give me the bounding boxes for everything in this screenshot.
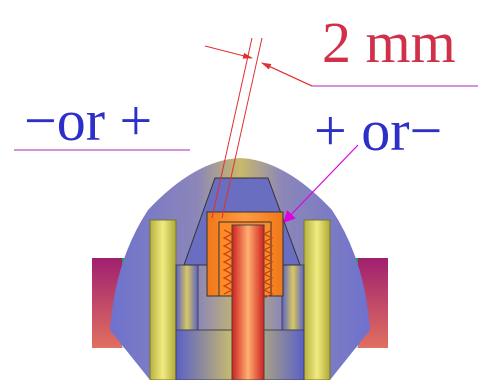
dimension-lines (204, 37, 313, 219)
left-polarity-label: −or + (24, 88, 152, 153)
dimension-label: 2 mm (322, 10, 456, 75)
leader-arrow (283, 144, 359, 223)
right-polarity-label: + or− (314, 98, 442, 163)
threaded-rod (222, 224, 274, 380)
